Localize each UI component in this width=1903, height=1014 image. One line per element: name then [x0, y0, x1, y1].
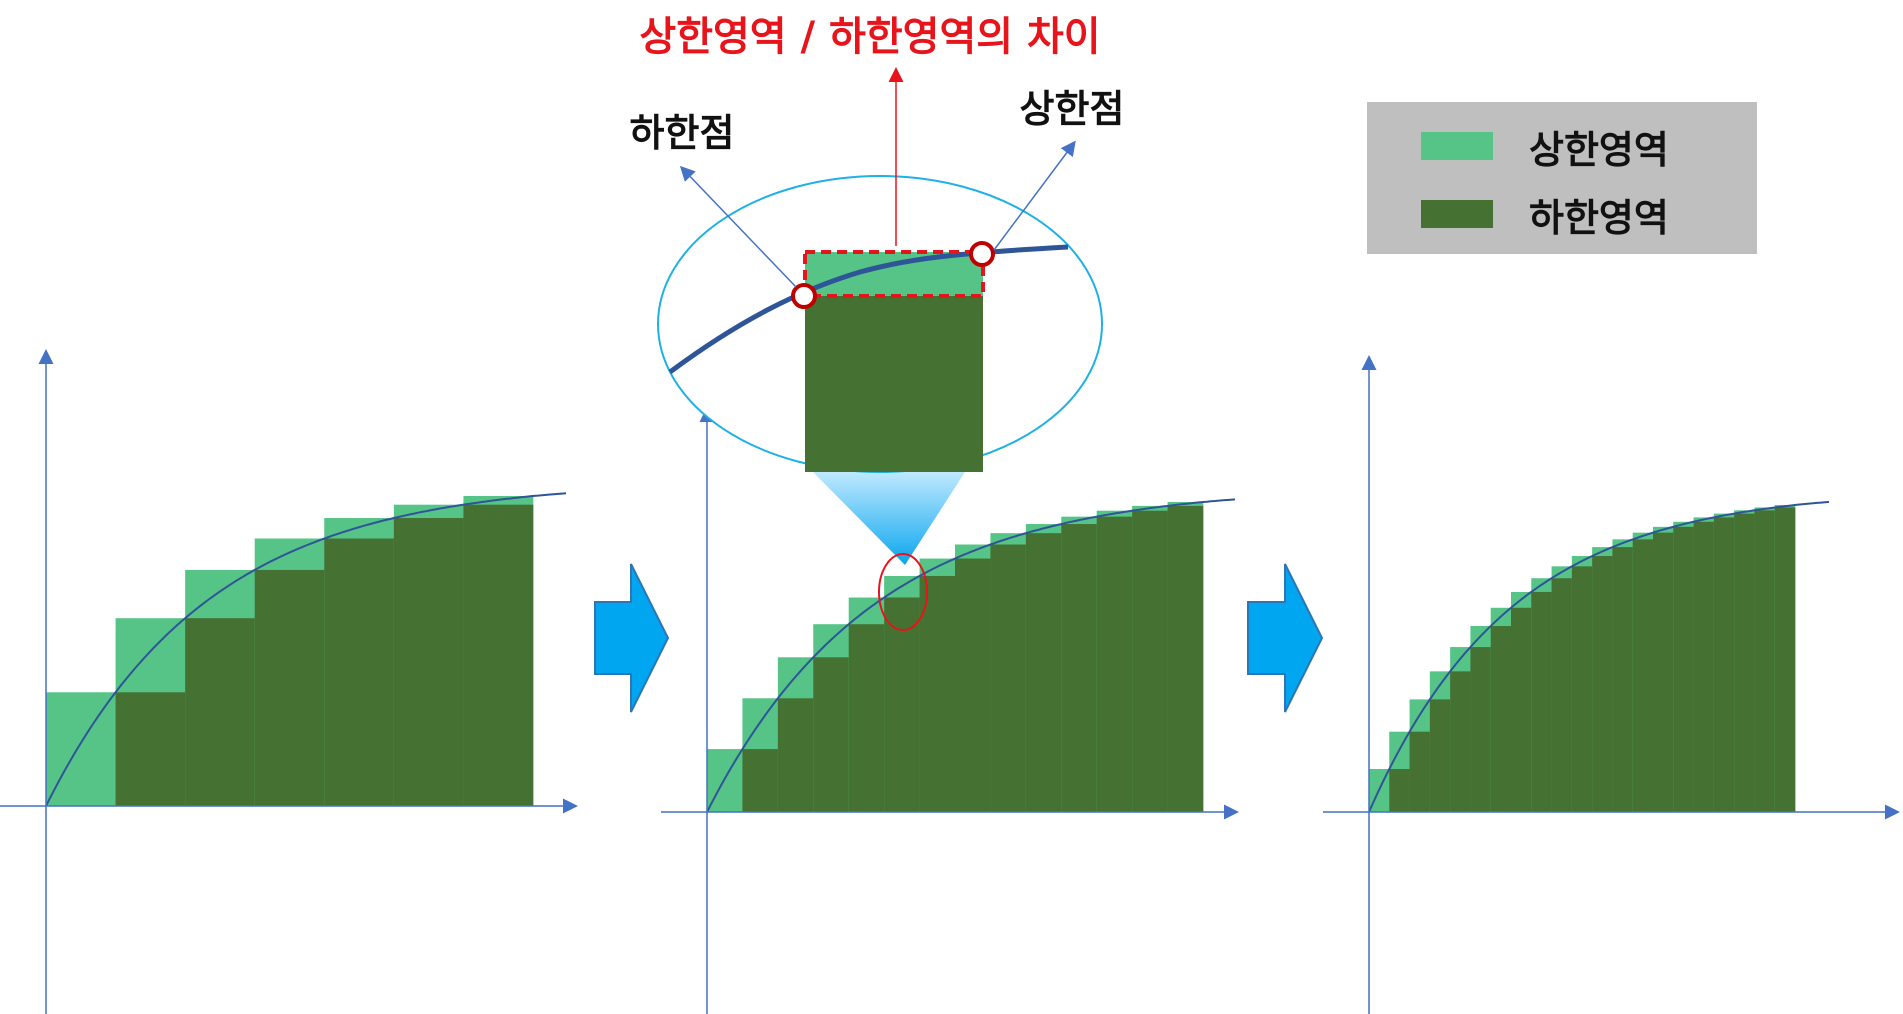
legend-item-lower: 하한영역	[1367, 194, 1669, 240]
difference-highlight-box	[803, 250, 985, 298]
lower-step	[1734, 513, 1755, 812]
lower-point-marker	[791, 283, 817, 309]
lower-step	[1612, 547, 1634, 812]
function-curve	[706, 498, 1236, 813]
lower-step	[1167, 505, 1204, 812]
upper-point-arrow	[993, 140, 1076, 251]
lower-step	[1754, 510, 1776, 812]
lower-step	[848, 624, 885, 812]
lower-step	[393, 518, 464, 806]
panel-more-steps	[661, 407, 1239, 1014]
lower-step	[115, 692, 186, 806]
lower-step	[1096, 516, 1133, 812]
lower-step	[955, 558, 991, 812]
function-curve	[1368, 500, 1830, 813]
lower-step	[1450, 671, 1471, 812]
lower-step	[1693, 521, 1715, 812]
lower-step	[1673, 526, 1694, 812]
next-arrow-1	[594, 563, 670, 713]
magnifier-lower-region	[805, 296, 983, 472]
lower-step	[1511, 607, 1532, 812]
lower-step	[1531, 591, 1552, 812]
lower-step	[1632, 539, 1654, 812]
panel-many-steps	[1323, 355, 1900, 1014]
lower-step	[1132, 510, 1168, 812]
lower-step	[1470, 647, 1492, 812]
lower-step	[742, 749, 779, 812]
legend-label-upper: 상한영역	[1529, 127, 1669, 172]
panel-4-steps	[0, 349, 578, 1014]
legend-swatch-lower	[1421, 200, 1493, 228]
magnifier-upper-region	[805, 252, 983, 296]
legend: 상한영역 하한영역	[1367, 102, 1757, 254]
lower-step	[813, 657, 850, 812]
lower-step	[185, 618, 256, 806]
lower-step	[1389, 768, 1410, 812]
upper-step	[46, 692, 116, 806]
lower-point-label: 하한점	[630, 111, 735, 155]
magnifier-content	[668, 241, 1069, 472]
upper-point-marker	[969, 241, 995, 267]
lower-step	[1713, 517, 1735, 812]
lower-step	[254, 569, 325, 806]
lower-step	[1774, 507, 1796, 812]
legend-item-upper: 상한영역	[1367, 126, 1669, 172]
lower-step	[884, 597, 920, 812]
diagram-title: 상한영역 / 하한영역의 차이	[639, 14, 1100, 60]
lower-step	[324, 538, 395, 806]
legend-label-lower: 하한영역	[1529, 195, 1669, 240]
lower-step	[1653, 532, 1674, 812]
lower-step	[1061, 524, 1098, 812]
lower-step	[1592, 556, 1613, 812]
lower-step	[463, 504, 534, 806]
upper-point-label: 상한점	[1020, 87, 1125, 131]
legend-swatch-upper	[1421, 132, 1493, 160]
zoom-beam	[813, 472, 965, 565]
lower-step	[1429, 699, 1451, 812]
lower-step	[990, 544, 1027, 812]
lower-point-arrow	[679, 165, 797, 288]
lower-step	[1571, 566, 1593, 812]
function-curve	[45, 492, 567, 807]
lower-step	[1025, 533, 1062, 812]
next-arrow-2	[1247, 563, 1324, 713]
lower-step	[919, 575, 956, 812]
lower-step	[1409, 731, 1431, 812]
lower-step	[1490, 626, 1512, 812]
lower-step	[1551, 578, 1573, 812]
zoom-source-circle	[878, 553, 928, 631]
lower-step	[777, 698, 814, 812]
